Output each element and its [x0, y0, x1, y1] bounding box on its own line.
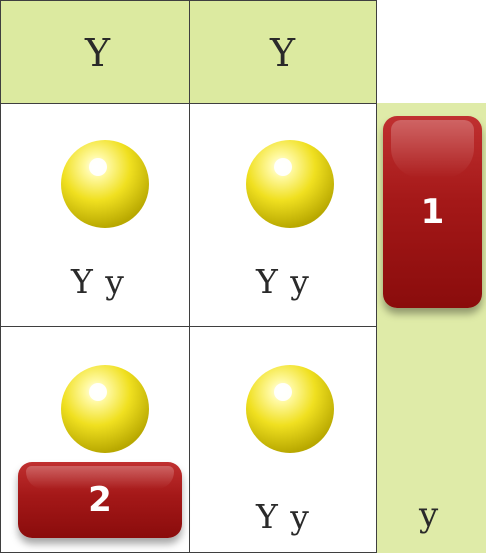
genotype-label: Y y [71, 262, 125, 301]
genotype-label: Y y [256, 497, 310, 536]
offspring-cell-r1c1: Y y [0, 103, 190, 327]
header-cell-col2: Y [189, 0, 377, 104]
side-allele-row2: y [419, 495, 438, 535]
yellow-pea-icon [57, 359, 153, 455]
header-cell-col1: Y [0, 0, 190, 104]
yellow-pea-icon [242, 134, 338, 230]
badge-2[interactable]: 2 [18, 462, 182, 538]
header-allele-col2: Y [270, 31, 295, 75]
badge-2-label: 2 [88, 480, 112, 520]
badge-gloss [391, 120, 474, 178]
side-allele-cell-row2: y [377, 326, 486, 553]
yellow-pea-icon [57, 134, 153, 230]
offspring-cell-r2c2: Y y [189, 326, 377, 553]
badge-1-label: 1 [421, 192, 445, 232]
badge-1[interactable]: 1 [383, 116, 482, 308]
header-allele-col1: Y [85, 31, 110, 75]
offspring-cell-r1c2: Y y [189, 103, 377, 327]
yellow-pea-icon [242, 359, 338, 455]
genotype-label: Y y [256, 262, 310, 301]
